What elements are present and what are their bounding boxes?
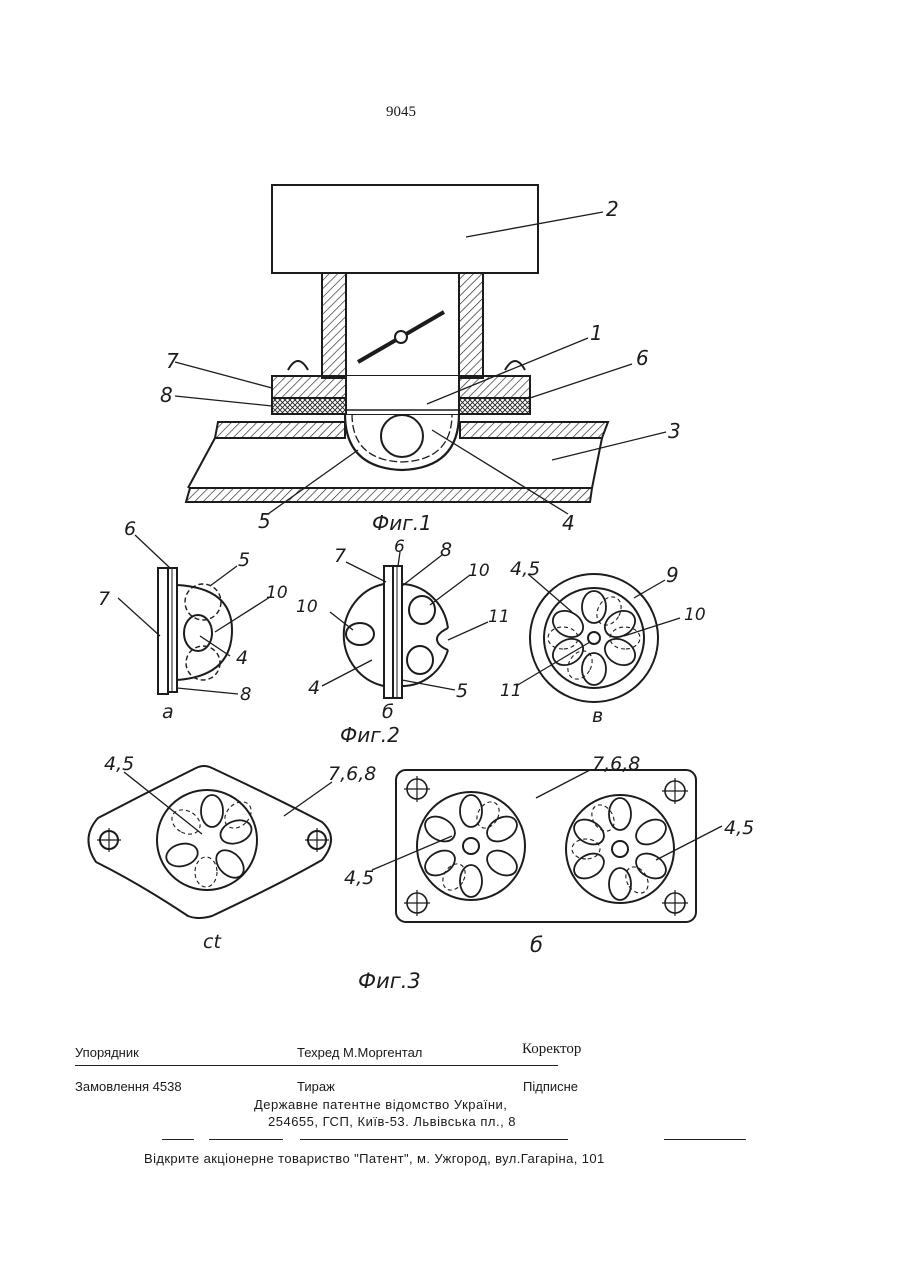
footer-compiler: Упорядник: [75, 1045, 139, 1060]
fig1-pipe-bottom-wall: [186, 488, 592, 502]
figure-3b: [372, 770, 722, 922]
fig1-ball: [381, 415, 423, 457]
fig2a-label-8: 8: [240, 684, 251, 705]
patent-drawings: 2 1 6 3 7 8 5 4 Фиг.1 6 5 10 7 4 8 а: [0, 0, 901, 1020]
fig2b-label-5: 5: [456, 680, 468, 702]
fig2a-labels: 6 5 10 7 4 8 а: [98, 518, 288, 723]
fig2a-label-5: 5: [238, 549, 250, 571]
fig2-caption: Фиг.2: [340, 723, 400, 747]
fig2b-label-6: 6: [394, 537, 405, 557]
footer-circulation: Тираж: [297, 1079, 335, 1094]
fig1-pipe-top-wall: [215, 422, 345, 438]
fig1-label-4: 4: [562, 511, 575, 535]
footer-dash-3: [300, 1139, 568, 1140]
fig3a-label-768: 7,6,8: [328, 763, 376, 785]
fig3b-label-45a: 4,5: [344, 867, 374, 889]
fig1-block-2: [272, 185, 538, 273]
fig3b-label-768: 7,6,8: [592, 753, 640, 775]
fig3b-sub: б: [530, 933, 543, 957]
fig3a-label-45: 4,5: [104, 753, 134, 775]
fig2v-label-11: 11: [500, 681, 522, 701]
fig1-label-1: 1: [590, 321, 603, 345]
fig2v-sub: в: [592, 705, 603, 727]
figure-3a: [88, 766, 332, 918]
footer-order: Замовлення 4538: [75, 1079, 182, 1094]
fig3a-labels: 4,5 7,6,8 ct: [104, 753, 376, 953]
footer-corrector: Коректор: [522, 1041, 581, 1058]
fig2v-label-10: 10: [684, 605, 706, 625]
footer-dash-4: [664, 1139, 746, 1140]
fig1-label-6: 6: [636, 346, 649, 370]
fig2b-label-10b: 10: [296, 597, 318, 617]
footer-dash-1: [162, 1139, 194, 1140]
footer-office: Державне патентне відомство України,: [254, 1097, 507, 1112]
figure-2v: [516, 574, 680, 702]
fig1-label-5: 5: [258, 509, 271, 533]
fig1-label-7: 7: [166, 349, 179, 373]
fig3-caption: Фиг.3: [358, 969, 421, 993]
fig2v-label-45: 4,5: [510, 558, 540, 580]
fig1-tube-wall-left: [322, 273, 346, 378]
figure-2b: [322, 552, 488, 698]
fig2b-label-7: 7: [334, 545, 346, 567]
fig1-caption: Фиг.1: [372, 511, 432, 535]
fig1-label-2: 2: [606, 197, 619, 221]
footer-publisher: Відкрите акціонерне товариство "Патент",…: [144, 1151, 605, 1166]
footer-rule: [75, 1065, 558, 1066]
footer-dash-2: [209, 1139, 283, 1140]
fig2a-sub: а: [162, 701, 174, 723]
fig3a-sub: ct: [203, 931, 222, 953]
fig2b-label-4: 4: [308, 677, 320, 699]
fig2a-label-7: 7: [98, 588, 110, 610]
fig3b-label-45b: 4,5: [724, 817, 754, 839]
footer-techred: Техред М.Моргентал: [297, 1045, 422, 1060]
fig2v-label-9: 9: [666, 563, 679, 587]
fig2a-label-10: 10: [266, 583, 288, 603]
fig2b-label-8: 8: [440, 539, 452, 561]
fig1-label-3: 3: [668, 419, 681, 443]
fig2a-label-6: 6: [124, 518, 136, 540]
fig2b-label-11: 11: [488, 607, 510, 627]
figure-1: [175, 185, 666, 514]
footer-address: 254655, ГСП, Київ-53. Львівська пл., 8: [268, 1114, 516, 1129]
fig2b-sub: б: [382, 701, 394, 723]
footer-subscription: Підписне: [523, 1079, 578, 1094]
fig1-labels: 2 1 6 3 7 8 5 4 Фиг.1: [160, 197, 681, 535]
fig2b-label-10a: 10: [468, 561, 490, 581]
fig1-tube-wall-right: [459, 273, 483, 378]
fig1-label-8: 8: [160, 383, 173, 407]
fig2a-label-4: 4: [236, 647, 248, 669]
